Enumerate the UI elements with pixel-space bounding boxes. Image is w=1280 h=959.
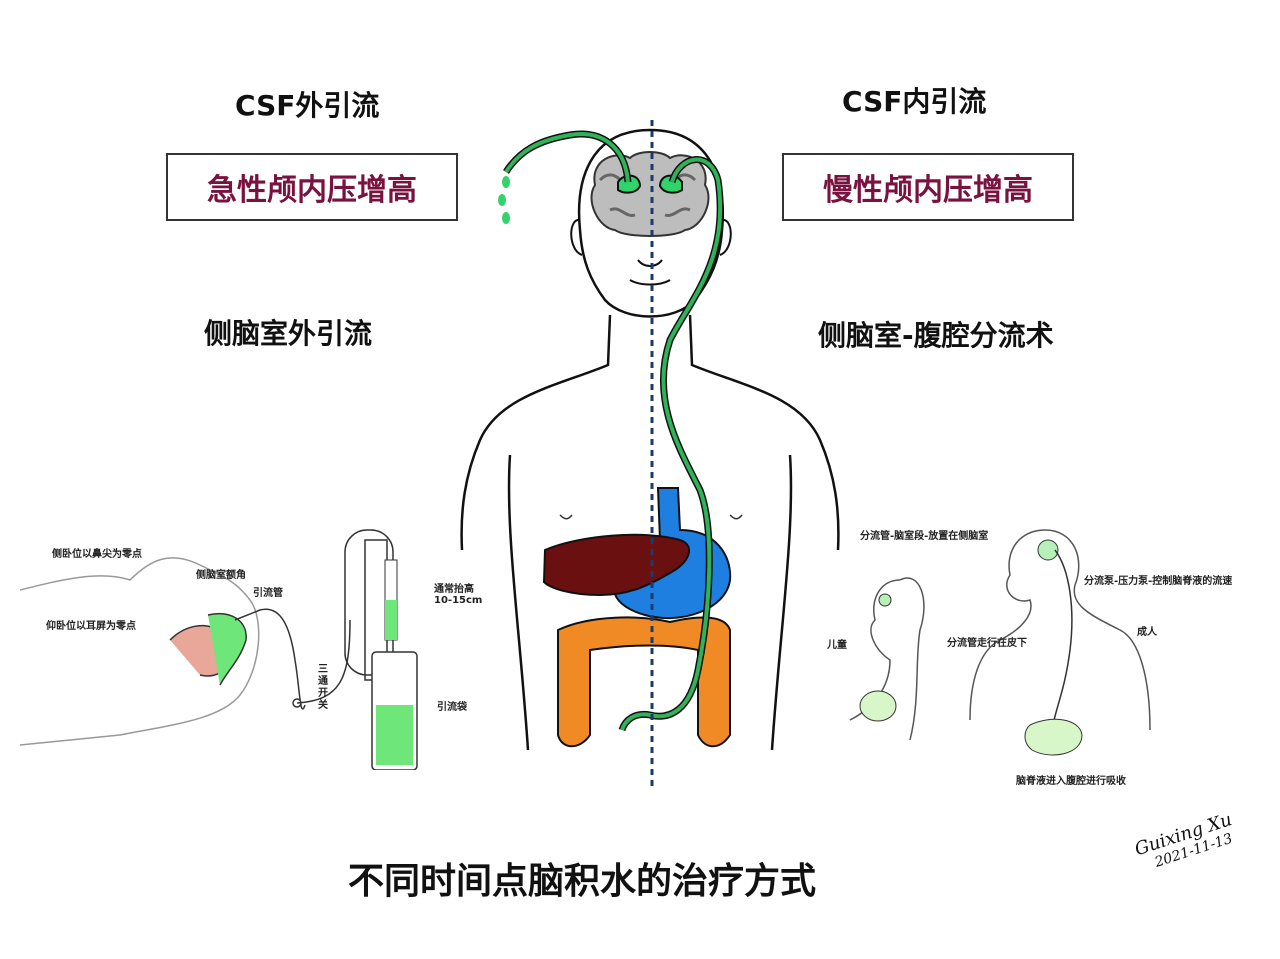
footer-title: 不同时间点脑积水的治疗方式 — [348, 861, 817, 902]
label-absorb: 脑脊液进入腹腔进行吸收 — [1016, 776, 1126, 787]
label-subcutaneous: 分流管走行在皮下 — [947, 638, 1027, 649]
label-raise-height-2: 10-15cm — [434, 595, 483, 606]
signature: Guixing Xu 2021-11-13 — [1132, 803, 1268, 907]
evd-illustration — [20, 529, 418, 770]
label-adult: 成人 — [1137, 627, 1157, 638]
label-raise-height-1: 通常抬高 — [434, 584, 474, 595]
brain — [590, 151, 710, 237]
label-drain-tube: 引流管 — [253, 588, 283, 599]
torso-outline — [460, 314, 840, 551]
left-procedure: 侧脑室外引流 — [204, 317, 373, 350]
vp-shunt-illustration — [849, 529, 1151, 756]
label-lateral-nose: 侧卧位以鼻尖为零点 — [52, 549, 142, 560]
right-procedure: 侧脑室-腹腔分流术 — [818, 319, 1054, 352]
label-drain-bag: 引流袋 — [437, 702, 467, 713]
left-heading: CSF外引流 — [235, 89, 380, 122]
label-supine-ear: 仰卧位以耳屏为零点 — [46, 621, 136, 632]
label-three-way: 三通开关 — [318, 664, 328, 711]
acute-box-label: 急性颅内压增高 — [207, 173, 417, 208]
label-child: 儿童 — [827, 640, 847, 651]
acute-box: 急性颅内压增高 — [166, 153, 458, 221]
right-heading: CSF内引流 — [842, 85, 987, 118]
chronic-box-label: 慢性颅内压增高 — [823, 173, 1033, 208]
label-shunt-ventricle: 分流管-脑室段-放置在侧脑室 — [860, 531, 989, 542]
chronic-box: 慢性颅内压增高 — [782, 153, 1074, 221]
label-shunt-pump: 分流泵-压力泵-控制脑脊液的流速 — [1084, 576, 1233, 587]
label-frontal-horn: 侧脑室额角 — [196, 570, 246, 581]
central-body-illustration — [460, 120, 840, 790]
